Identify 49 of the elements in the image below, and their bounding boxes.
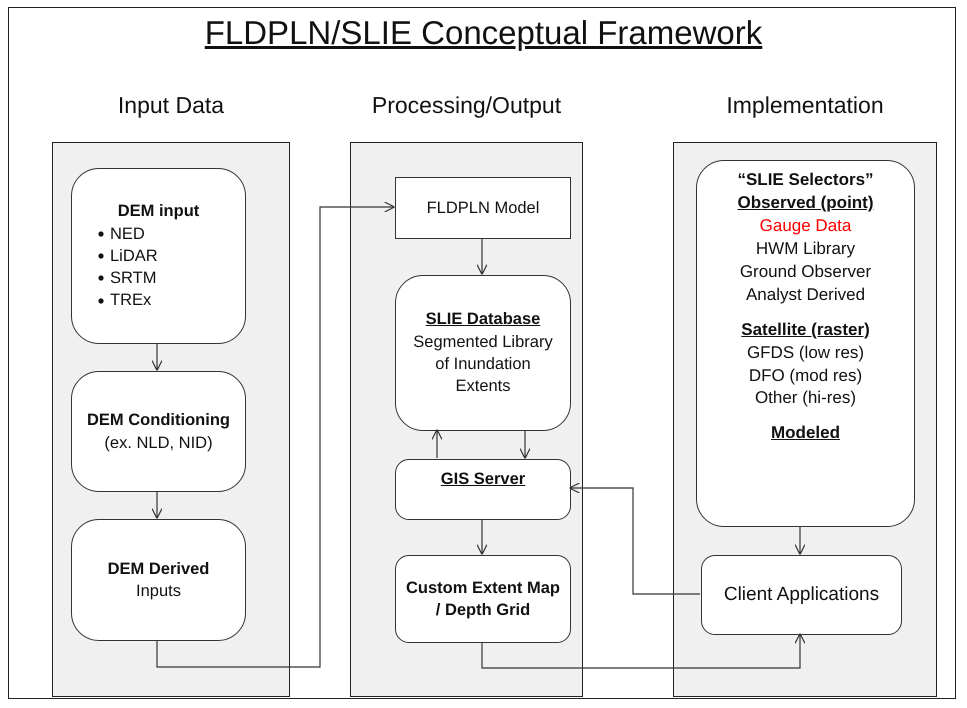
column-heading: Implementation — [725, 91, 885, 120]
box-text: Satellite (raster) — [741, 318, 870, 341]
connector-arrow — [481, 632, 806, 669]
box-text: DFO (mod res) — [748, 364, 862, 386]
connector-arrow — [476, 238, 488, 276]
box-text: Modeled — [771, 422, 840, 444]
box-text: GFDS (low res) — [746, 342, 864, 364]
box-text: DEM Conditioning — [87, 410, 230, 432]
box-text: GIS Server — [440, 469, 526, 490]
process-box — [395, 177, 571, 239]
process-box — [696, 160, 915, 527]
connector-arrow — [151, 343, 163, 372]
column-heading: Processing/Output — [370, 91, 562, 120]
box-text: Analyst Derived — [746, 284, 866, 306]
list-item: NED — [110, 224, 145, 245]
diagram-title: FLDPLN/SLIE Conceptual Framework — [204, 14, 764, 52]
process-box — [701, 555, 902, 635]
list-item: SRTM — [110, 268, 156, 290]
connector-arrow — [794, 526, 806, 556]
connector-arrow — [568, 482, 700, 595]
box-text: “SLIE Selectors” — [737, 169, 874, 191]
box-text: Gauge Data — [760, 214, 852, 237]
box-text: Other (hi-res) — [754, 387, 856, 410]
connector-arrow — [431, 428, 443, 458]
box-text: Observed (point) — [737, 192, 874, 214]
box-text: FLDPLN Model — [426, 198, 540, 219]
box-text: HWM Library — [756, 238, 856, 260]
process-box — [395, 275, 571, 431]
process-box — [71, 371, 246, 492]
box-text: Custom Extent Map / Depth Grid — [406, 578, 560, 621]
box-text: Ground Observer — [740, 260, 872, 283]
process-box — [71, 519, 246, 641]
box-text: Segmented Library of Inundation Extents — [412, 332, 554, 398]
box-text: (ex. NLD, NID) — [104, 432, 213, 454]
box-text: SLIE Database — [426, 309, 540, 330]
list-item: TREx — [110, 290, 152, 312]
process-box — [395, 459, 571, 520]
box-text: DEM input — [118, 201, 200, 222]
box-text: DEM Derived — [108, 558, 210, 580]
box-text: Client Applications — [724, 583, 880, 608]
connector-arrow — [519, 430, 531, 460]
box-text: Inputs — [136, 581, 181, 602]
process-box — [71, 168, 246, 344]
column-heading: Input Data — [116, 91, 226, 120]
connector-arrow — [476, 519, 488, 556]
connector-arrow — [151, 491, 163, 520]
connector-arrow — [156, 201, 396, 668]
process-box — [395, 555, 571, 643]
list-item: LiDAR — [110, 246, 158, 267]
